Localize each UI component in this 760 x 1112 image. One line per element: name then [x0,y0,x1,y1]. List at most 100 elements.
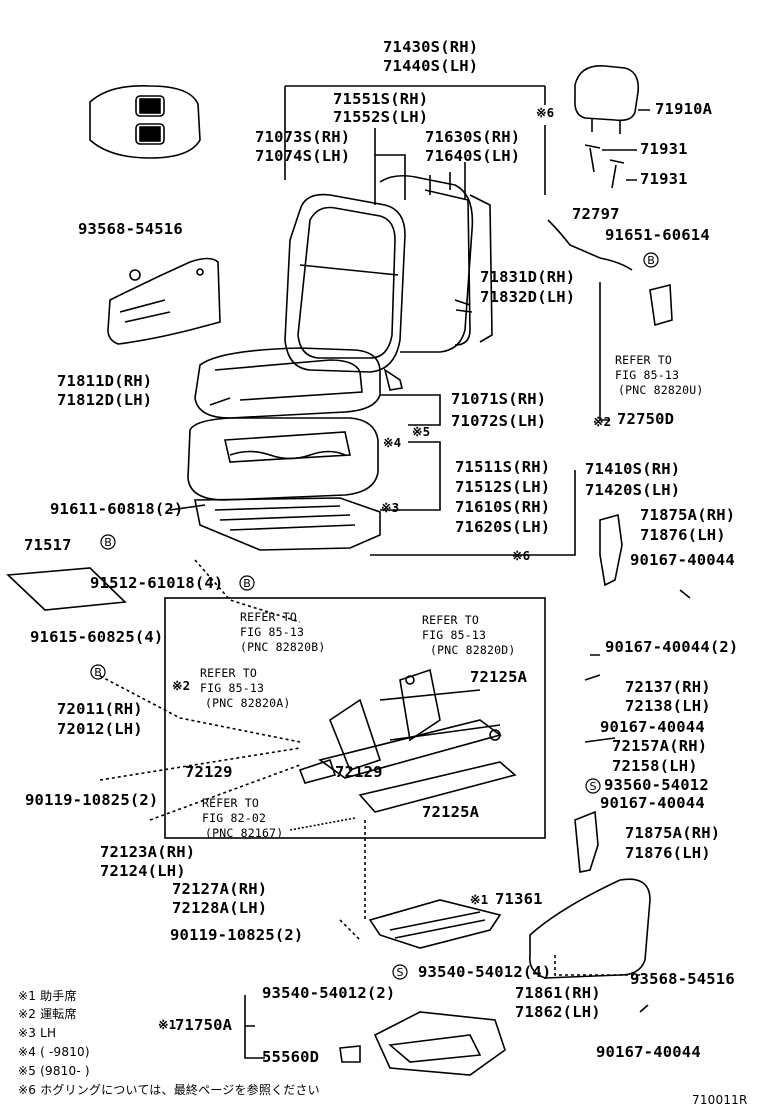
circle-mark-s: S [590,780,597,793]
reference-note: FIG 85-13 [200,681,265,695]
part-label: 71875A(RH) [625,824,721,842]
part-label: 71072S(LH) [451,412,547,430]
part-label: 71640S(LH) [425,147,521,165]
part-label: 71410S(RH) [585,460,681,478]
note-mark: ※1 [470,892,489,907]
part-label: 71750A [175,1016,233,1034]
reference-note: REFER TO [240,610,297,624]
reference-note: FIG 82-02 [202,811,267,825]
part-label: 90119-10825(2) [25,791,159,809]
reference-note: (PNC 82820D) [430,643,516,657]
part-label: 71875A(RH) [640,506,736,524]
part-label: 72137(RH) [625,678,711,696]
part-label: 71552S(LH) [333,108,429,126]
note-mark: ※3 [381,500,400,515]
reference-note: FIG 85-13 [422,628,487,642]
part-label: 90119-10825(2) [170,926,304,944]
part-label: 71073S(RH) [255,128,351,146]
diagram-id: 710011R [692,1093,748,1107]
part-label: 71511S(RH) [455,458,551,476]
part-label: 93540-54012(4) [418,963,552,981]
back-cover-panel [107,257,221,345]
tray-drawing [373,1011,506,1076]
part-label: 71610S(RH) [455,498,551,516]
wire-harness [547,219,633,271]
note-mark: ※2 [593,414,612,429]
reference-note: (PNC 82820U) [618,383,704,397]
reference-note: REFER TO [615,353,672,367]
reference-note: (PNC 82820A) [205,696,291,710]
part-label: 72138(LH) [625,697,711,715]
seat-frame-drawing [289,668,517,831]
footnote: ※5 (9810- ) [18,1064,90,1078]
footnote: ※4 ( -9810) [18,1045,90,1059]
circle-mark-b: B [243,577,251,590]
part-label: 91615-60825(4) [30,628,164,646]
reference-note: REFER TO [200,666,257,680]
part-label: 91611-60818(2) [50,500,184,518]
footnote: ※3 LH [18,1026,57,1040]
part-label: 71517 [24,536,72,554]
note-mark: ※5 [412,424,431,439]
part-label: 72157A(RH) [612,737,708,755]
part-label: 72124(LH) [100,862,186,880]
part-label: 71551S(RH) [333,90,429,108]
cushion-frame [368,899,502,949]
part-label: 72797 [572,205,620,223]
side-shield-drawing [528,513,651,979]
reference-note: (PNC 82820B) [240,640,326,654]
part-label: 72125A [470,668,528,686]
part-label: 71831D(RH) [480,268,576,286]
frame-box [164,597,546,839]
part-label: 71630S(RH) [425,128,521,146]
circle-mark-b: B [94,666,102,679]
part-label: 71832D(LH) [480,288,576,306]
part-label: 90167-40044 [600,718,705,736]
part-label: 72129 [335,763,383,781]
part-label: 93560-54012 [604,776,709,794]
part-label: 91651-60614 [605,226,710,244]
note-mark: ※6 [536,105,555,120]
car-icon [89,85,201,159]
reference-note: (PNC 82167) [205,826,284,840]
part-label: 71931 [640,170,688,188]
reference-note: FIG 85-13 [240,625,305,639]
part-label: 71071S(RH) [451,390,547,408]
part-label: 72123A(RH) [100,843,196,861]
part-label: 90167-40044 [600,794,705,812]
part-label: 90167-40044 [596,1043,701,1061]
mat-drawing [6,567,127,611]
part-label: 72750D [617,410,675,428]
circle-mark-b: B [104,536,112,549]
part-label: 71620S(LH) [455,518,551,536]
part-label: 71811D(RH) [57,372,153,390]
part-label: 72158(LH) [612,757,698,775]
part-label: 71910A [655,100,713,118]
circle-mark-s: S [397,966,404,979]
part-label: 71420S(LH) [585,481,681,499]
seatback-drawing [284,172,493,391]
part-label: 90167-40044(2) [605,638,739,656]
part-label: 91512-61018(4) [90,574,224,592]
seat-cushion-drawing [187,347,381,551]
part-label: 93540-54012(2) [262,984,396,1002]
note-mark: ※1 [158,1017,177,1032]
part-label: 93568-54516 [78,220,183,238]
part-label: 90167-40044 [630,551,735,569]
footnote: ※1 助手席 [18,989,77,1003]
part-label: 71430S(RH) [383,38,479,56]
part-label: 71440S(LH) [383,57,479,75]
circle-mark-b: B [647,254,655,267]
part-label: 71876(LH) [640,526,726,544]
part-label: 71931 [640,140,688,158]
part-label: 72128A(LH) [172,899,268,917]
part-label: 72011(RH) [57,700,143,718]
part-label: 71861(RH) [515,984,601,1002]
note-mark: ※6 [512,548,531,563]
note-mark: ※4 [383,435,402,450]
part-label: 72012(LH) [57,720,143,738]
reference-note: REFER TO [202,796,259,810]
part-label: 72127A(RH) [172,880,268,898]
part-label: 71074S(LH) [255,147,351,165]
